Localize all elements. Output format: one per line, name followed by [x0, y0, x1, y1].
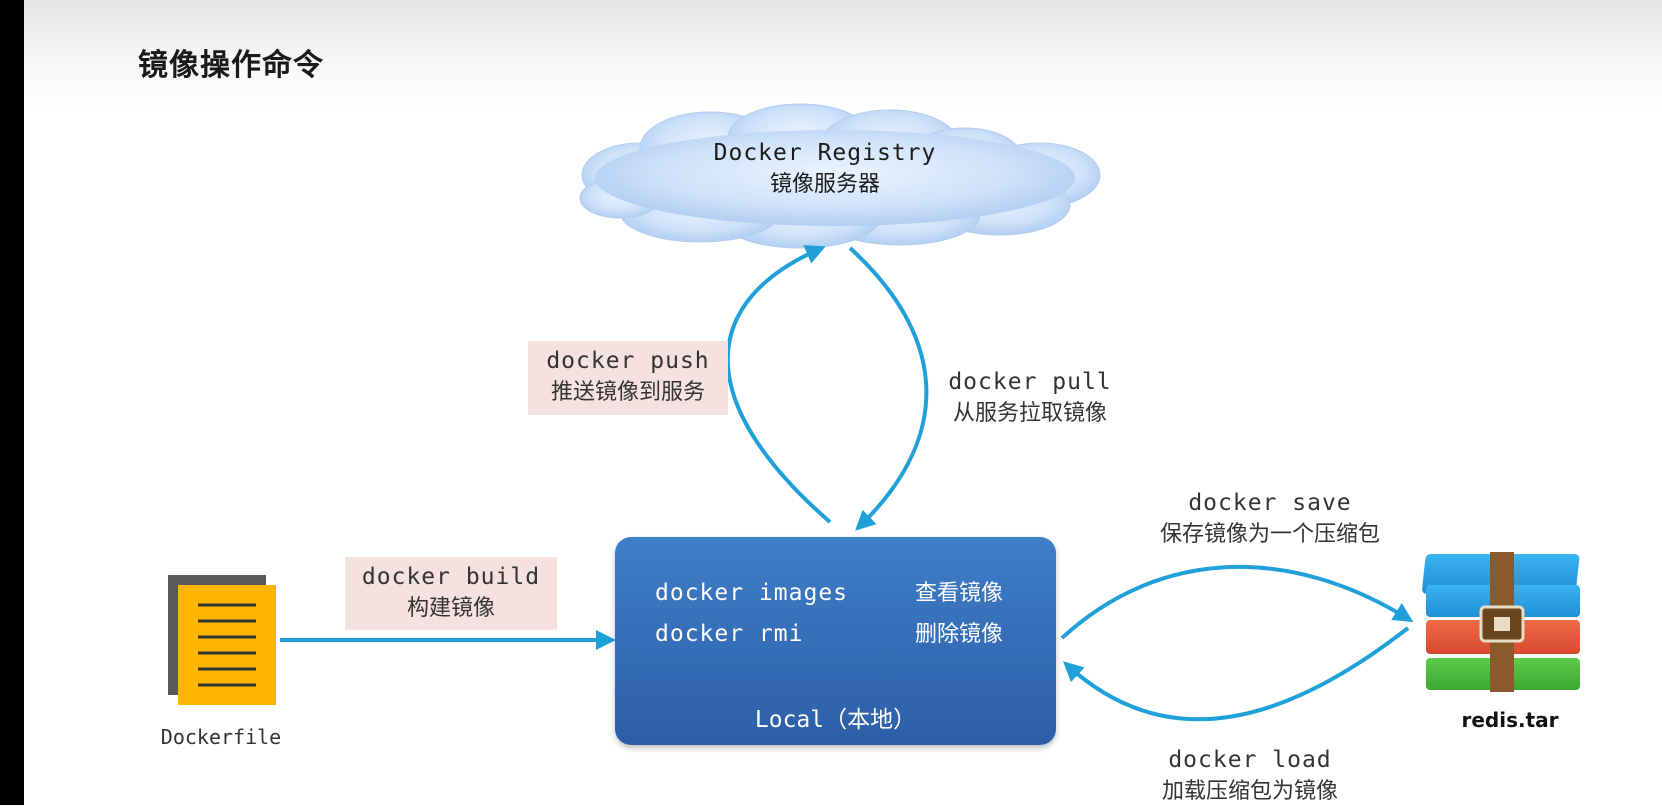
- build-description: 构建镜像: [406, 596, 495, 621]
- registry-subtitle: 镜像服务器: [769, 172, 880, 197]
- push-description: 推送镜像到服务: [550, 380, 705, 405]
- save-arrow: [1060, 564, 1414, 640]
- registry-label: Docker Registry 镜像服务器: [700, 137, 950, 201]
- push-command: docker push: [546, 348, 710, 374]
- document-icon: [168, 575, 276, 705]
- load-arrow: [1063, 626, 1410, 722]
- header-band: [24, 0, 1662, 110]
- local-caption: Local（本地）: [754, 707, 917, 733]
- pull-description: 从服务拉取镜像: [952, 401, 1107, 426]
- build-command: docker build: [361, 564, 541, 590]
- load-description: 加载压缩包为镜像: [1161, 779, 1338, 804]
- local-row-rmi: docker rmi 删除镜像: [655, 616, 1003, 648]
- archive-label: redis.tar: [1461, 708, 1559, 732]
- save-command: docker save: [1188, 490, 1352, 516]
- left-black-bar: [0, 0, 24, 805]
- pull-label: docker pull 从服务拉取镜像: [935, 366, 1125, 430]
- pull-arrow: [848, 246, 929, 531]
- rmi-command: docker rmi: [655, 621, 804, 647]
- push-arrow: [725, 245, 832, 524]
- push-label: docker push 推送镜像到服务: [528, 341, 728, 415]
- save-label: docker save 保存镜像为一个压缩包: [1140, 487, 1400, 551]
- local-box: docker images 查看镜像 docker rmi 删除镜像 Local（本…: [615, 537, 1056, 745]
- rmi-description: 删除镜像: [915, 622, 1004, 647]
- build-label: docker build 构建镜像: [345, 557, 557, 630]
- save-description: 保存镜像为一个压缩包: [1159, 522, 1380, 547]
- registry-name: Docker Registry: [713, 140, 937, 166]
- registry-cloud: [579, 103, 1101, 249]
- load-label: docker load 加载压缩包为镜像: [1130, 744, 1370, 808]
- load-command: docker load: [1168, 747, 1332, 773]
- archive-icon: [1422, 552, 1580, 692]
- dockerfile-label: Dockerfile: [160, 725, 282, 749]
- local-row-images: docker images 查看镜像: [655, 575, 1003, 607]
- pull-command: docker pull: [948, 369, 1112, 395]
- images-description: 查看镜像: [915, 581, 1004, 606]
- images-command: docker images: [655, 580, 849, 606]
- page-title: 镜像操作命令: [138, 48, 324, 83]
